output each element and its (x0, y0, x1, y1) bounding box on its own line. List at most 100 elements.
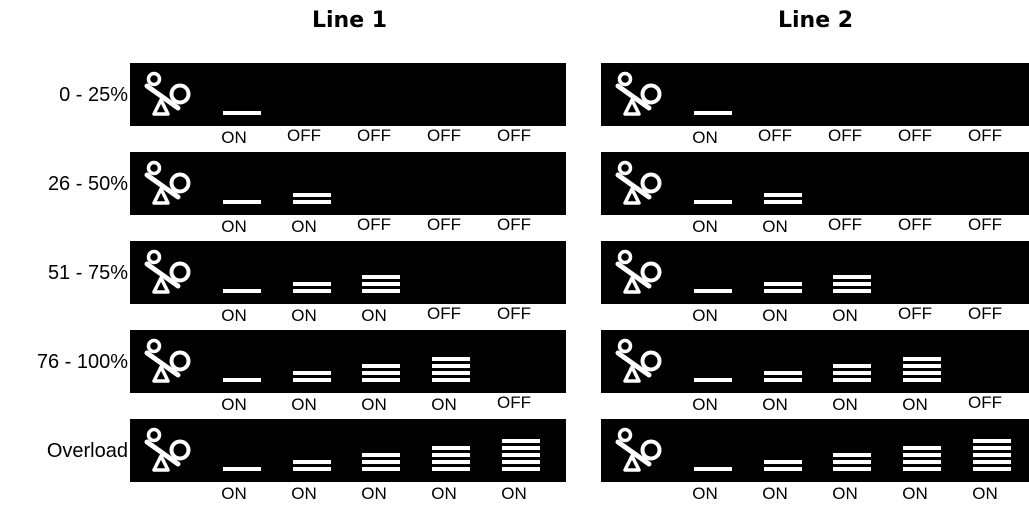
segment-bar (764, 282, 802, 286)
segment-bar (973, 439, 1011, 443)
segment-state-label: ON (762, 484, 788, 503)
segment-state-label: OFF (427, 126, 461, 145)
load-balance-icon (615, 71, 662, 116)
line2-load-display (601, 419, 1029, 482)
segment-bar (223, 111, 261, 115)
segment-bar (223, 467, 261, 471)
segment-bar (362, 467, 400, 471)
segment-state-label: OFF (968, 215, 1002, 234)
segment-state-label: ON (902, 395, 928, 414)
load-segment-1 (223, 467, 261, 471)
segment-bar (903, 371, 941, 375)
segment-bar (833, 282, 871, 286)
segment-state-label: ON (221, 484, 247, 503)
segment-bar (432, 460, 470, 464)
segment-state-label: OFF (497, 215, 531, 234)
line1-load-display (130, 419, 566, 482)
segment-state-label: ON (361, 484, 387, 503)
segment-bar (362, 371, 400, 375)
segment-bar (432, 453, 470, 457)
segment-state-label: ON (221, 395, 247, 414)
segment-state-label: ON (431, 484, 457, 503)
line1-load-display (130, 63, 566, 126)
load-segment-2 (293, 371, 331, 382)
segment-bar (694, 200, 732, 204)
segment-state-label: ON (431, 395, 457, 414)
segment-bar (293, 193, 331, 197)
segment-state-label: ON (692, 484, 718, 503)
segment-bar (833, 453, 871, 457)
load-segment-1 (223, 200, 261, 204)
segment-bar (833, 289, 871, 293)
load-segment-3 (833, 364, 871, 382)
load-balance-icon (144, 427, 191, 472)
segment-bar (502, 467, 540, 471)
segment-state-label: ON (692, 217, 718, 236)
line2-load-display (601, 330, 1029, 393)
load-segment-3 (833, 275, 871, 293)
load-segment-1 (694, 111, 732, 115)
line2-title: Line 2 (778, 8, 854, 33)
segment-state-label: OFF (968, 393, 1002, 412)
segment-state-label: ON (361, 395, 387, 414)
load-segment-1 (694, 467, 732, 471)
segment-state-label: ON (832, 484, 858, 503)
segment-state-label: ON (221, 217, 247, 236)
segment-bar (293, 200, 331, 204)
load-segment-1 (223, 111, 261, 115)
segment-bar (293, 371, 331, 375)
segment-bar (973, 453, 1011, 457)
line2-load-display (601, 63, 1029, 126)
segment-state-label: OFF (427, 215, 461, 234)
segment-bar (223, 378, 261, 382)
segment-state-label: ON (762, 306, 788, 325)
load-segment-4 (903, 446, 941, 471)
load-segment-1 (223, 378, 261, 382)
segment-bar (903, 364, 941, 368)
segment-bar (432, 357, 470, 361)
segment-state-label: OFF (898, 304, 932, 323)
segment-state-label: ON (361, 306, 387, 325)
segment-bar (362, 282, 400, 286)
segment-state-label: OFF (357, 215, 391, 234)
line1-load-display (130, 241, 566, 304)
line1-load-display (130, 152, 566, 215)
segment-bar (223, 200, 261, 204)
segment-bar (764, 193, 802, 197)
load-segment-4 (432, 357, 470, 382)
segment-state-label: OFF (968, 126, 1002, 145)
segment-bar (903, 453, 941, 457)
segment-bar (833, 275, 871, 279)
segment-bar (432, 364, 470, 368)
segment-state-label: OFF (497, 126, 531, 145)
segment-bar (502, 446, 540, 450)
segment-bar (293, 282, 331, 286)
segment-state-label: ON (832, 306, 858, 325)
segment-state-label: ON (692, 128, 718, 147)
segment-bar (432, 378, 470, 382)
segment-bar (362, 378, 400, 382)
load-segment-2 (764, 460, 802, 471)
line2-load-display (601, 241, 1029, 304)
segment-bar (694, 111, 732, 115)
segment-bar (362, 460, 400, 464)
segment-bar (973, 460, 1011, 464)
load-segment-2 (764, 282, 802, 293)
segment-state-label: ON (501, 484, 527, 503)
segment-bar (903, 378, 941, 382)
load-segment-4 (903, 357, 941, 382)
segment-bar (502, 453, 540, 457)
segment-bar (973, 467, 1011, 471)
segment-bar (903, 357, 941, 361)
load-segment-4 (432, 446, 470, 471)
segment-state-label: OFF (898, 215, 932, 234)
load-balance-icon (615, 338, 662, 383)
load-segment-1 (694, 289, 732, 293)
load-segment-2 (293, 460, 331, 471)
segment-bar (432, 467, 470, 471)
segment-bar (764, 371, 802, 375)
segment-state-label: OFF (427, 304, 461, 323)
segment-bar (903, 446, 941, 450)
segment-state-label: OFF (497, 393, 531, 412)
segment-state-label: OFF (898, 126, 932, 145)
